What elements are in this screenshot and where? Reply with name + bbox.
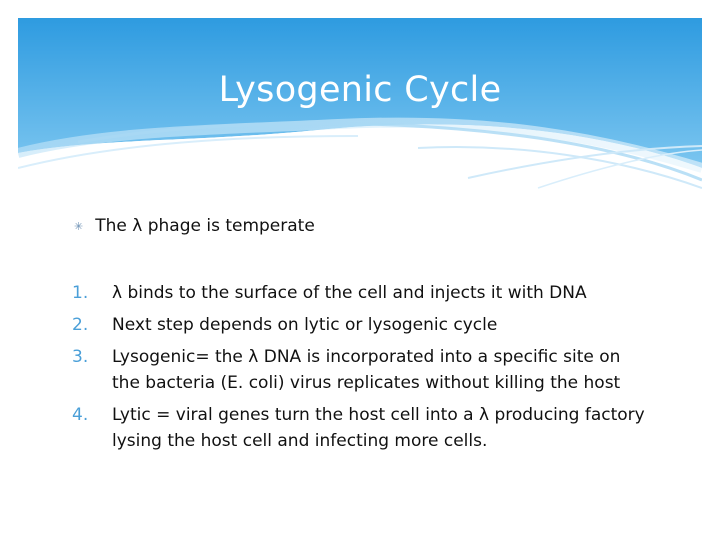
- list-number: 1.: [72, 283, 89, 303]
- list-text: λ binds to the surface of the cell and i…: [112, 283, 587, 303]
- list-item: 4. Lytic = viral genes turn the host cel…: [72, 402, 652, 454]
- list-text: Lysogenic= the λ DNA is incorporated int…: [112, 347, 621, 393]
- list-number: 4.: [72, 405, 89, 425]
- bullet-point: ✳ The λ phage is temperate: [74, 216, 315, 236]
- asterisk-icon: ✳: [74, 219, 84, 233]
- bullet-text: The λ phage is temperate: [95, 216, 315, 236]
- numbered-list: 1. λ binds to the surface of the cell an…: [72, 280, 652, 460]
- list-text: Lytic = viral genes turn the host cell i…: [112, 405, 645, 451]
- list-item: 1. λ binds to the surface of the cell an…: [72, 280, 652, 306]
- title-banner: Lysogenic Cycle: [18, 18, 702, 198]
- banner-background: [18, 18, 702, 198]
- list-item: 2. Next step depends on lytic or lysogen…: [72, 312, 652, 338]
- list-number: 2.: [72, 315, 89, 335]
- list-number: 3.: [72, 347, 89, 367]
- list-item: 3. Lysogenic= the λ DNA is incorporated …: [72, 344, 652, 396]
- list-text: Next step depends on lytic or lysogenic …: [112, 315, 498, 335]
- slide-title: Lysogenic Cycle: [218, 70, 502, 110]
